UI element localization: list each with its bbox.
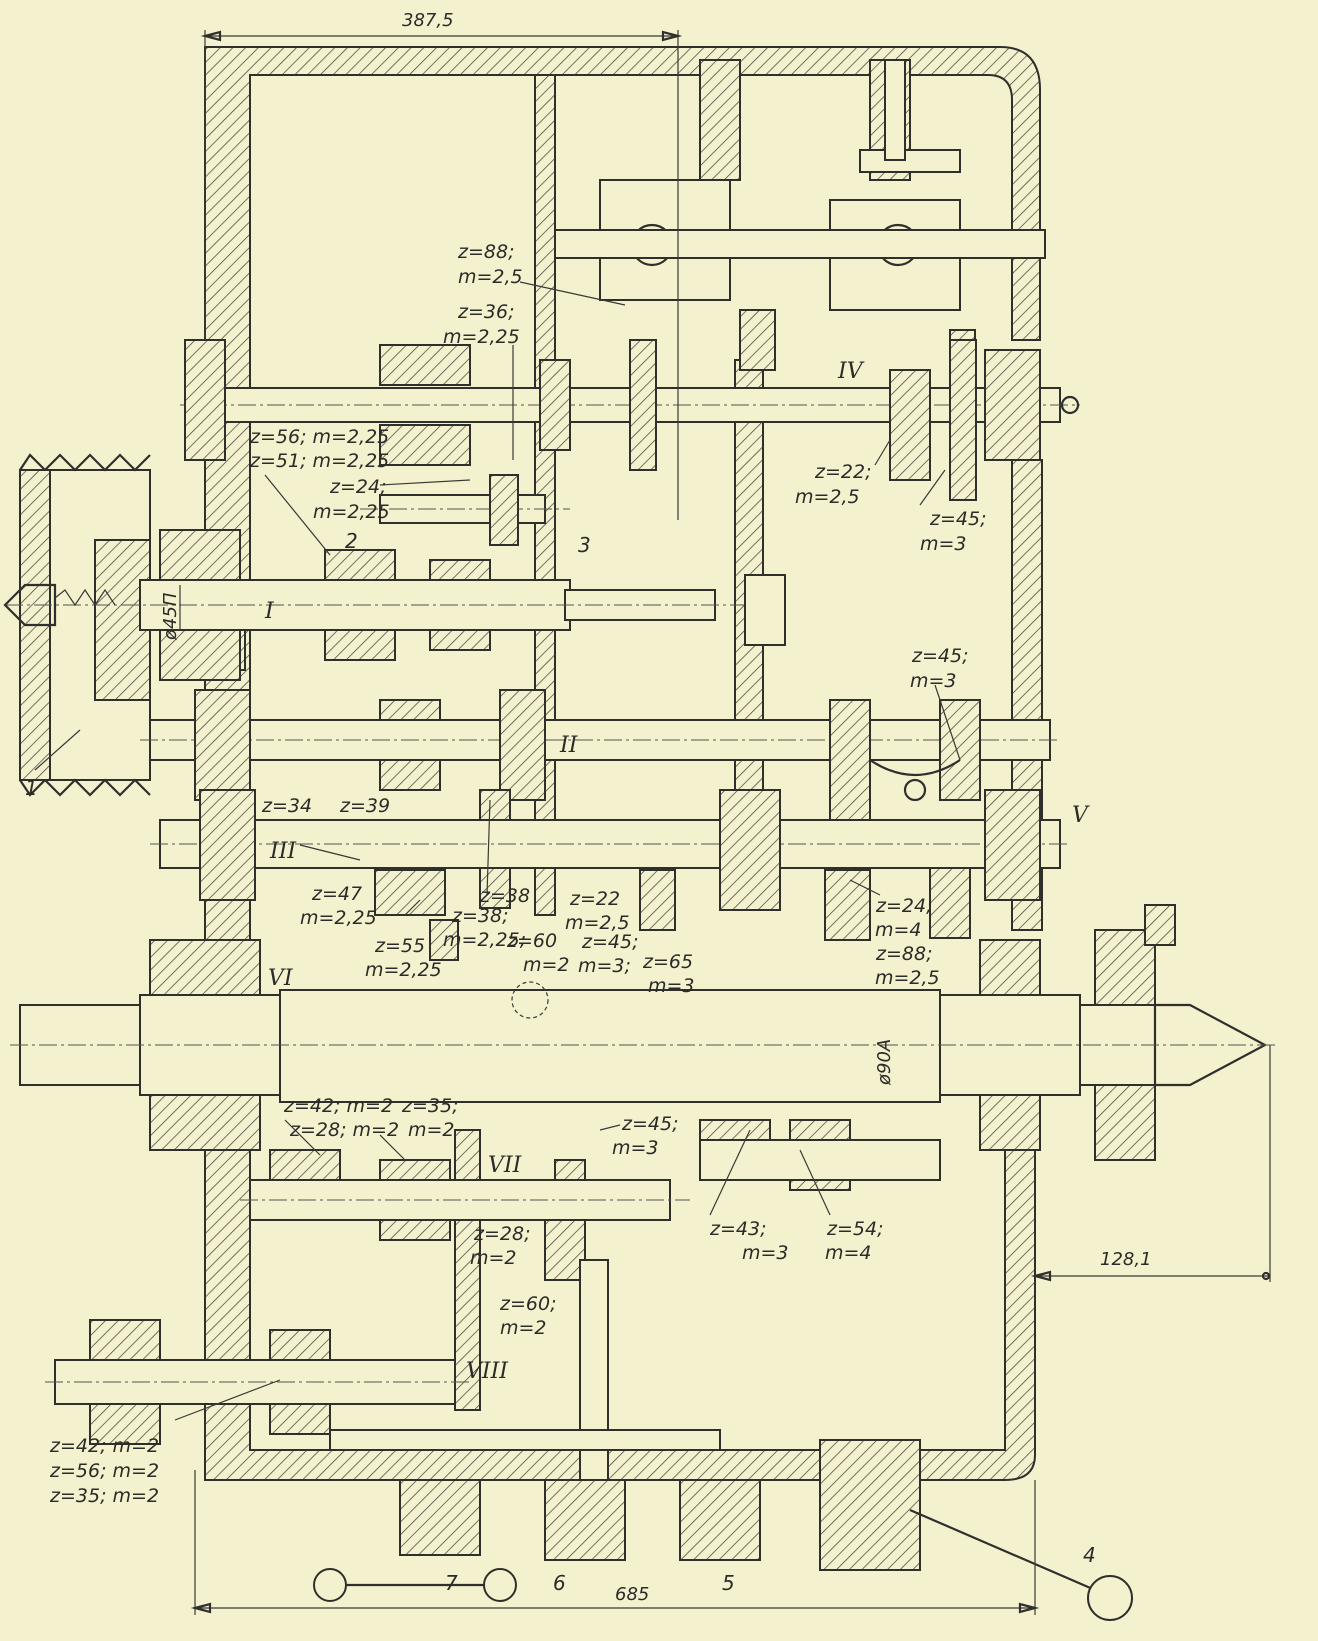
spindle-vi <box>10 904 1275 1161</box>
gear-label: z=45;m=3; <box>578 931 638 977</box>
dim-bottom-width: 685 <box>615 1584 649 1605</box>
dim-top-width: 387,5 <box>402 10 454 31</box>
shaft-label: VII <box>488 1153 523 1178</box>
gear-label: z=35;m=2 <box>401 1095 458 1141</box>
callout-number: 7 <box>445 1571 458 1595</box>
shaft-iv <box>180 339 1080 501</box>
control-knobs <box>313 1439 1133 1621</box>
gear-label: z=45;m=3 <box>612 1113 678 1159</box>
gear-label: z=43;m=3 <box>709 1218 789 1264</box>
gear-label: z=88;m=2,5 <box>875 943 940 989</box>
dimension-labels: 387,5 685 128,1 ø45П ø90А <box>160 10 1152 1605</box>
shaft-label: IV <box>837 359 865 384</box>
gear-label: z=34 <box>261 795 312 817</box>
leader-lines <box>34 281 961 1421</box>
gear-specifications: z=88;m=2,5 z=36;m=2,25 z=56; m=2,25 z=51… <box>49 241 986 1507</box>
gear-label: z=38 <box>479 885 530 907</box>
shaft-i <box>3 474 786 681</box>
gear-label: z=22;m=2,5 <box>795 461 871 508</box>
shaft-label: I <box>264 599 275 624</box>
dim-spindle-diameter: ø90А <box>874 1039 895 1086</box>
dim-right-offset: 128,1 <box>1100 1249 1152 1270</box>
gear-label: z=54;m=4 <box>825 1218 883 1264</box>
gear-label: z=60;m=2 <box>499 1293 556 1339</box>
gear-label: z=24;m=2,25 <box>313 476 390 523</box>
gear-label: z=88;m=2,5 <box>457 241 523 288</box>
gear-label: z=42; m=2 <box>283 1095 393 1117</box>
gear-label: z=51; m=2,25 <box>249 450 389 472</box>
shaft-label: VIII <box>466 1359 509 1384</box>
upper-mechanism <box>554 59 1046 401</box>
shaft-label: VI <box>268 966 294 991</box>
shaft-vii <box>240 1119 941 1281</box>
gear-label: z=28;m=2 <box>470 1223 530 1269</box>
dim-input-shaft-diameter: ø45П <box>160 592 181 641</box>
drive-pulley <box>19 453 151 797</box>
shaft-label: II <box>559 733 579 758</box>
gear-label: z=56; m=2,25 <box>249 426 389 448</box>
callout-number: 1 <box>25 776 38 800</box>
callout-number: 3 <box>578 533 591 557</box>
shaft-label: V <box>1072 803 1090 828</box>
gear-label: z=28; m=2 <box>289 1119 399 1141</box>
callout-numbers: 1 2 3 4 5 6 7 <box>25 529 1096 1595</box>
shaft-ii <box>140 689 1060 821</box>
gear-label: z=39 <box>339 795 390 817</box>
shaft-label: III <box>269 839 297 864</box>
shaft-numerals: I II III IV V VI VII VIII <box>264 359 1090 1384</box>
dimension-lines <box>179 30 1271 1615</box>
gear-label: z=38;m=2,25; <box>443 905 526 951</box>
callout-number: 2 <box>345 529 358 553</box>
callout-number: 6 <box>553 1571 566 1595</box>
gear-label: z=45;m=3 <box>910 645 968 692</box>
gear-label: z=45;m=3 <box>920 508 986 555</box>
callout-number: 5 <box>722 1571 735 1595</box>
gear-label: z=24;m=4 <box>875 895 932 941</box>
callout-number: 4 <box>1083 1543 1096 1567</box>
shaft-viii <box>45 1259 721 1551</box>
gear-label: z=36;m=2,25 <box>443 301 520 348</box>
shaft-iii <box>150 789 1070 941</box>
